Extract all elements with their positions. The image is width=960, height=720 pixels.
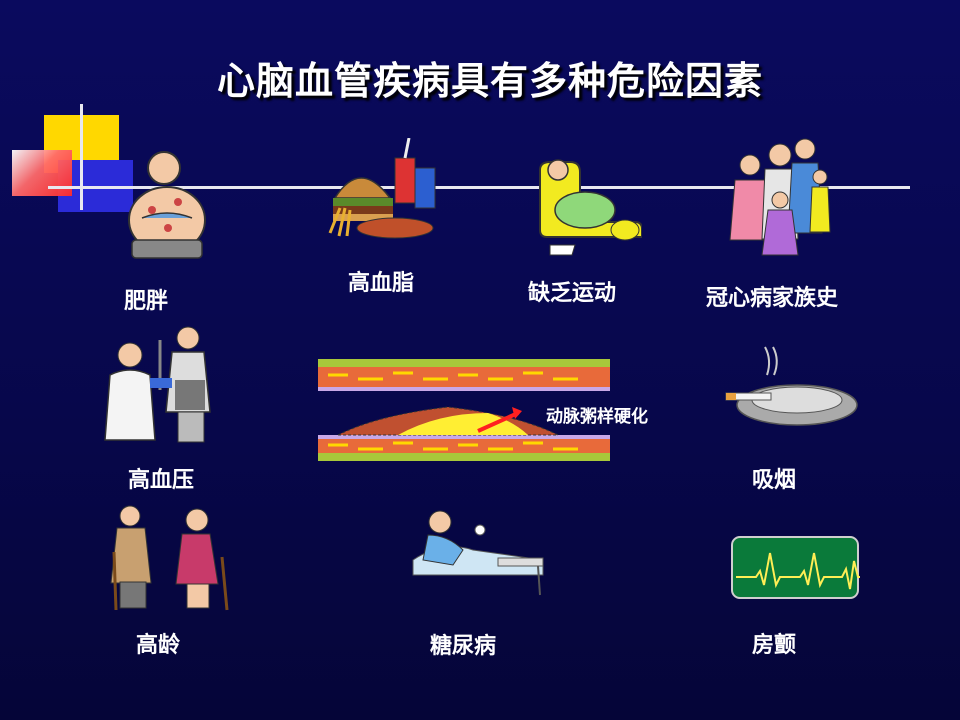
label-smoking: 吸烟 [752,468,797,493]
family-icon [729,138,831,256]
decor-red-square [12,150,72,196]
artery-icon [318,359,610,461]
ecg-monitor-icon [731,536,860,599]
label-diabetes: 糖尿病 [430,634,497,659]
patient-bed-icon [412,510,544,596]
blood-pressure-icon [104,326,211,443]
label-obesity: 肥胖 [124,289,169,314]
label-lack-exercise: 缺乏运动 [528,281,617,306]
label-hyperlipidemia: 高血脂 [348,271,415,296]
ashtray-icon [725,346,858,426]
decor-vertical-line [80,104,83,210]
junk-food-icon [328,138,436,239]
label-hypertension: 高血压 [128,468,195,493]
label-atrial-fibrillation: 房颤 [752,633,797,658]
decor-horizontal-line [48,186,910,189]
elderly-couple-icon [110,505,229,611]
label-family-history: 冠心病家族史 [706,286,839,311]
slide-title: 心脑血管疾病具有多种危险因素 [216,59,763,103]
label-atherosclerosis: 动脉粥样硬化 [546,407,648,427]
label-old-age: 高龄 [136,633,181,658]
couch-potato-icon [539,159,642,256]
obese-man-icon [128,151,206,259]
